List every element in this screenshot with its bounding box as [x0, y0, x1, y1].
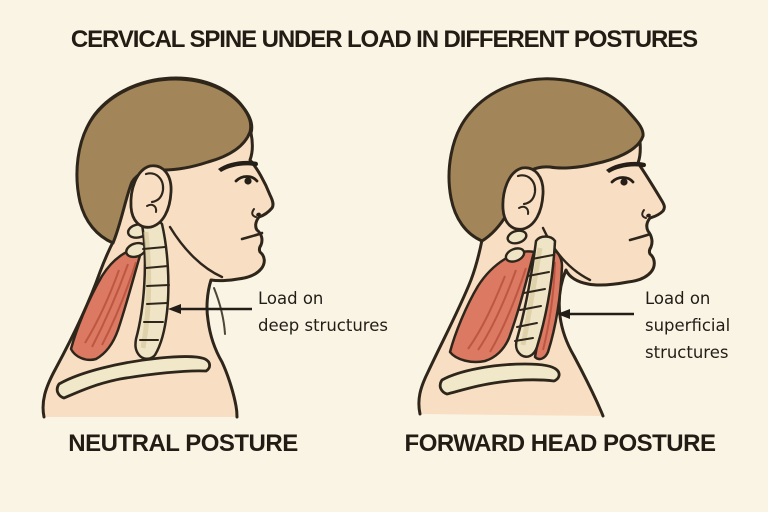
- neutral-clavicle: [55, 355, 212, 400]
- neutral-eyebrow: [218, 160, 258, 172]
- arrow-left-icon: [168, 304, 181, 314]
- forward-eye: [620, 178, 628, 186]
- annotation-neutral-line2: deep structures: [258, 316, 388, 335]
- neutral-cervical-spine: [125, 219, 170, 360]
- annotation-forward-head: Load on superficial structures: [645, 285, 730, 366]
- forward-ear: [501, 166, 545, 231]
- neutral-deep-muscle: [69, 247, 144, 362]
- neutral-nostril: [256, 212, 261, 217]
- annotation-forward-line3: structures: [645, 343, 729, 362]
- forward-nose-wing: [641, 209, 647, 219]
- page-title: CERVICAL SPINE UNDER LOAD IN DIFFERENT P…: [70, 26, 698, 53]
- neutral-nose-wing: [251, 208, 257, 218]
- forward-annotation-arrow: [557, 309, 634, 319]
- caption-neutral-posture: NEUTRAL POSTURE: [68, 430, 298, 457]
- forward-rear-muscle: [448, 250, 536, 364]
- neutral-eyelid: [234, 175, 259, 183]
- neutral-eye: [244, 177, 252, 185]
- annotation-neutral: Load on deep structures: [258, 285, 388, 339]
- annotation-neutral-line1: Load on: [258, 289, 324, 308]
- forward-jaw-line: [541, 226, 592, 282]
- neutral-jaw-line: [168, 225, 224, 279]
- forward-clavicle: [438, 362, 561, 396]
- annotation-forward-line1: Load on: [645, 289, 711, 308]
- forward-cervical-spine: [504, 229, 557, 358]
- neutral-ear: [129, 164, 173, 229]
- forward-eyelid: [610, 176, 635, 184]
- neutral-annotation-arrow: [168, 304, 252, 314]
- forward-mouth: [628, 232, 652, 242]
- figure-forward-head-posture: [417, 77, 666, 418]
- figure-neutral-posture: [41, 76, 275, 419]
- neutral-face-details: [218, 160, 264, 241]
- forward-eyebrow: [606, 161, 646, 173]
- forward-face-details: [606, 161, 652, 242]
- neutral-mouth: [240, 231, 264, 241]
- arrow-left-icon: [557, 309, 570, 319]
- neutral-throat-line: [213, 287, 226, 335]
- forward-nostril: [646, 213, 651, 218]
- annotation-forward-line2: superficial: [645, 316, 731, 335]
- caption-forward-head-posture: FORWARD HEAD POSTURE: [404, 430, 716, 457]
